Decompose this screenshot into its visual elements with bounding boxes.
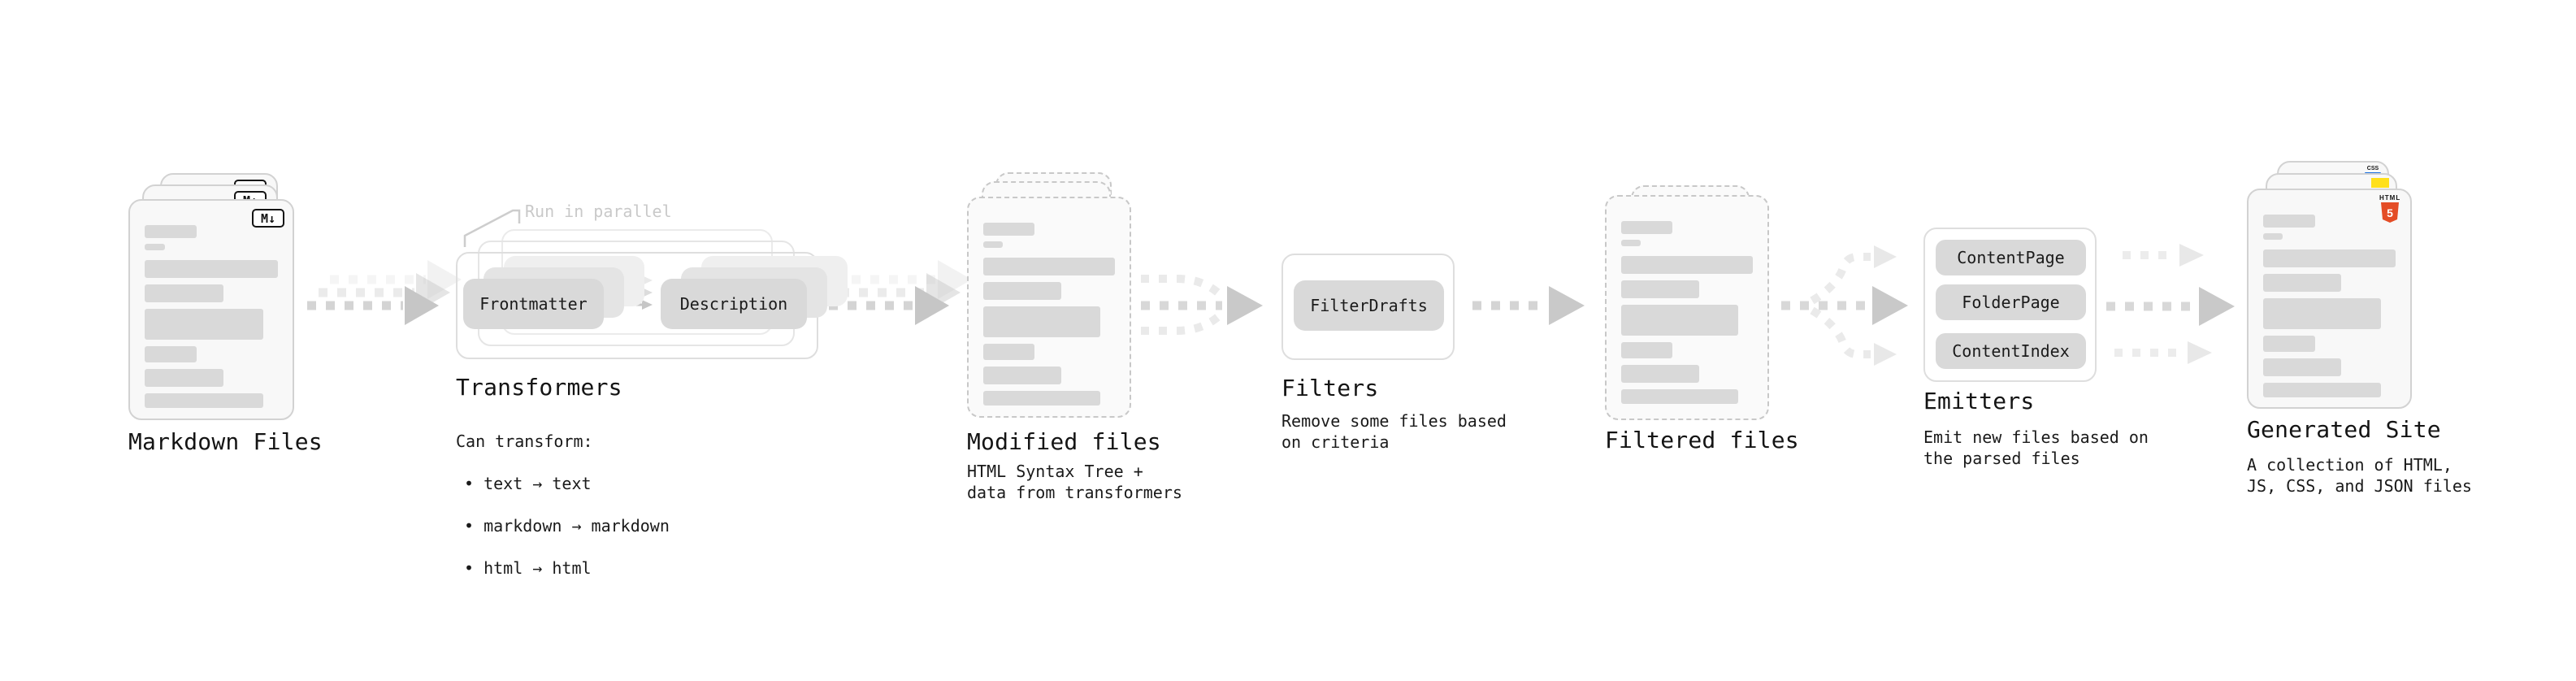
markdown-files-stack: M↓ M↓ M↓	[128, 173, 332, 425]
filtered-files-title: Filtered files	[1605, 427, 1799, 453]
generated-site-stack: CSS HTML 5	[2247, 161, 2450, 413]
filtered-doc-front	[1605, 195, 1769, 420]
html5-icon: HTML 5	[2379, 195, 2400, 223]
doc-text-placeholder	[1621, 221, 1753, 410]
modified-files-title: Modified files	[967, 428, 1161, 455]
contentindex-pill: ContentIndex	[1936, 333, 2086, 369]
doc-text-placeholder	[2263, 215, 2396, 404]
frontmatter-pill: Frontmatter	[463, 279, 604, 329]
filters-frame: FilterDrafts	[1281, 254, 1455, 360]
transformers-description: Can transform: • text → text • markdown …	[456, 410, 670, 600]
description-pill: Description	[661, 279, 807, 329]
transformers-desc-heading: Can transform:	[456, 432, 593, 451]
modified-files-stack	[967, 172, 1170, 424]
transformers-title: Transformers	[456, 374, 622, 401]
arrow-emitters-to-generated	[2106, 244, 2235, 364]
doc-text-placeholder	[145, 225, 278, 414]
run-in-parallel-note: Run in parallel	[525, 202, 672, 221]
arrow-filters-to-filtered	[1472, 286, 1585, 325]
js-icon	[2371, 178, 2389, 188]
folderpage-pill: FolderPage	[1936, 284, 2086, 320]
transformers-bullet: • markdown → markdown	[464, 516, 670, 536]
modified-doc-front	[967, 197, 1131, 418]
modified-files-description: HTML Syntax Tree + data from transformer…	[967, 462, 1182, 502]
filterdrafts-pill: FilterDrafts	[1294, 280, 1444, 331]
filters-title: Filters	[1281, 375, 1379, 401]
transformers-group: Frontmatter Description	[456, 229, 848, 363]
filtered-files-stack	[1605, 185, 1808, 429]
doc-text-placeholder	[983, 223, 1115, 412]
markdown-icon: M↓	[252, 209, 284, 228]
generated-doc-front: HTML 5	[2247, 189, 2412, 409]
markdown-doc-front: M↓	[128, 199, 294, 420]
transformers-bullet: • html → html	[464, 558, 592, 578]
generated-site-title: Generated Site	[2247, 416, 2441, 443]
emitters-frame: ContentPage FolderPage ContentIndex	[1923, 228, 2097, 382]
arrow-transformers-to-modified	[829, 260, 972, 325]
transformers-bullet: • text → text	[464, 474, 592, 493]
filters-description: Remove some files based on criteria	[1281, 411, 1507, 452]
emitters-description: Emit new files based on the parsed files	[1923, 427, 2149, 468]
generated-site-description: A collection of HTML, JS, CSS, and JSON …	[2247, 455, 2472, 496]
emitters-title: Emitters	[1923, 388, 2035, 414]
html5-shield: 5	[2381, 202, 2399, 223]
markdown-files-title: Markdown Files	[128, 428, 323, 455]
contentpage-pill: ContentPage	[1936, 240, 2086, 275]
